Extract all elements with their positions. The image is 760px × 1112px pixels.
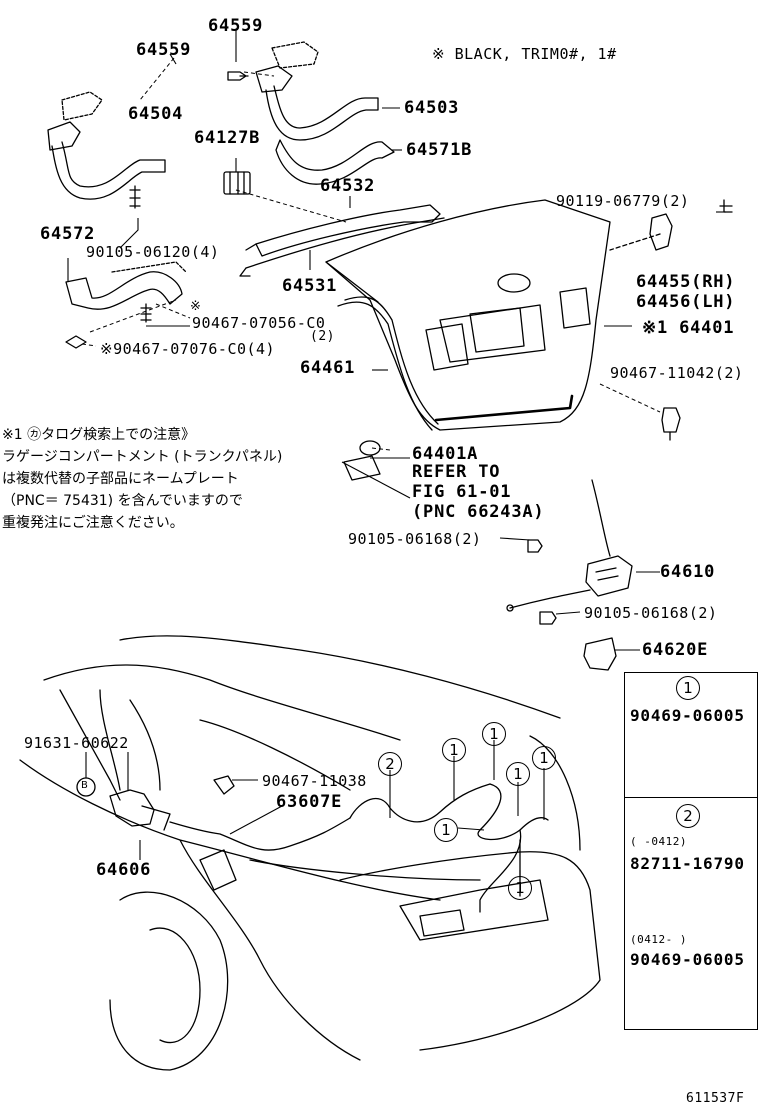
part-label-64456-lh[interactable]: 64456(LH) xyxy=(636,292,736,312)
emblem-64401a-illustration xyxy=(343,440,381,481)
legend-range-before-0412: ( -0412) xyxy=(630,835,687,848)
part-label-64504[interactable]: 64504 xyxy=(128,104,184,124)
part-label-90467-07076[interactable]: ※90467-07076-C0(4) xyxy=(100,340,276,358)
torsion-arm-64571b-illustration xyxy=(275,139,395,185)
lock-64610-illustration xyxy=(506,479,633,612)
callout-1-marker-e[interactable]: 1 xyxy=(434,818,458,842)
part-label-91631-60622[interactable]: 91631-60622 xyxy=(24,734,129,752)
part-label-90119-06779[interactable]: 90119-06779(2) xyxy=(556,192,690,210)
clip-legend-box xyxy=(624,672,758,1030)
torsion-rods-illustration xyxy=(239,204,445,277)
callout-1-marker-a[interactable]: 1 xyxy=(442,738,466,762)
stopper-64455-illustration xyxy=(609,199,733,251)
callout-2-marker[interactable]: 2 xyxy=(378,752,402,776)
refer-to-text: REFER TO xyxy=(412,462,501,482)
part-label-64455-rh[interactable]: 64455(RH) xyxy=(636,272,736,292)
hinge-64572-illustration xyxy=(65,261,187,349)
catalog-note-line-1: ※1 ㋕タログ検索上での注意》 xyxy=(2,427,196,443)
part-label-90105-06168-b[interactable]: 90105-06168(2) xyxy=(584,604,718,622)
legend-marker-1: 1 xyxy=(676,676,700,700)
clip-90467-11042-illustration xyxy=(661,407,681,441)
part-label-64606[interactable]: 64606 xyxy=(96,860,152,880)
part-label-64610[interactable]: 64610 xyxy=(660,562,716,582)
callout-1-marker-c[interactable]: 1 xyxy=(506,762,530,786)
part-label-90105-06120[interactable]: 90105-06120(4) xyxy=(86,243,220,261)
callout-1-marker-b[interactable]: 1 xyxy=(482,722,506,746)
hinge-64504-illustration xyxy=(47,91,166,209)
catalog-note-line-2: ラゲージコンパートメント (トランクパネル) xyxy=(2,449,283,465)
part-label-64503[interactable]: 64503 xyxy=(404,98,460,118)
part-label-64531[interactable]: 64531 xyxy=(282,276,338,296)
part-label-64620e[interactable]: 64620E xyxy=(642,640,709,660)
callout-1-marker-d[interactable]: 1 xyxy=(532,746,556,770)
catalog-note-line-4: （PNC＝ 75431) を含んでいますので xyxy=(2,493,243,509)
pnc-reference: (PNC 66243A) xyxy=(412,502,545,522)
part-label-90467-11038[interactable]: 90467-11038 xyxy=(262,772,367,790)
trunk-lid-illustration xyxy=(325,199,611,431)
part-label-90467-07056[interactable]: 90467-07056-C0 xyxy=(192,314,326,332)
part-label-64559-right[interactable]: 64559 xyxy=(208,16,264,36)
fig-reference-link[interactable]: FIG 61-01 xyxy=(412,482,512,502)
part-label-90467-11042[interactable]: 90467-11042(2) xyxy=(610,364,744,382)
catalog-note-line-3: は複数代替の子部品にネームプレート xyxy=(2,471,239,487)
catalog-note-line-5: 重複発注にご注意ください。 xyxy=(2,515,184,531)
part-label-64401a[interactable]: 64401A xyxy=(412,444,479,464)
part-label-64532[interactable]: 64532 xyxy=(320,176,376,196)
callout-1-marker-f[interactable]: 1 xyxy=(508,876,532,900)
part-label-64571b[interactable]: 64571B xyxy=(406,140,473,160)
car-body-illustration xyxy=(19,635,601,1071)
legend-part-82711-16790[interactable]: 82711-16790 xyxy=(630,854,745,873)
cable-63607e-illustration xyxy=(109,775,549,913)
trim-note-header: ※ BLACK, TRIM0#, 1# xyxy=(432,45,617,63)
part-label-64461[interactable]: 64461 xyxy=(300,358,356,378)
part-label-63607e[interactable]: 63607E xyxy=(276,792,343,812)
cover-64620e-illustration xyxy=(539,611,617,671)
part-label-64127b[interactable]: 64127B xyxy=(194,128,261,148)
part-label-90105-06168-a[interactable]: 90105-06168(2) xyxy=(348,530,482,548)
bolt-b-marker: B xyxy=(81,780,89,791)
part-label-90467-07056-mark: ※ xyxy=(190,299,202,314)
part-label-64559-left[interactable]: 64559 xyxy=(136,40,192,60)
part-label-64401[interactable]: ※1 64401 xyxy=(642,318,735,338)
legend-part-90469-06005-b[interactable]: 90469-06005 xyxy=(630,950,745,969)
legend-range-after-0412: (0412- ) xyxy=(630,933,687,946)
hinge-64503-illustration xyxy=(227,41,379,141)
figure-code: 611537F xyxy=(686,1091,745,1106)
part-label-64572[interactable]: 64572 xyxy=(40,224,96,244)
legend-divider xyxy=(625,797,757,798)
part-label-90467-07056-qty: (2) xyxy=(310,329,335,344)
legend-marker-2: 2 xyxy=(676,804,700,828)
legend-part-90469-06005-a[interactable]: 90469-06005 xyxy=(630,706,745,725)
